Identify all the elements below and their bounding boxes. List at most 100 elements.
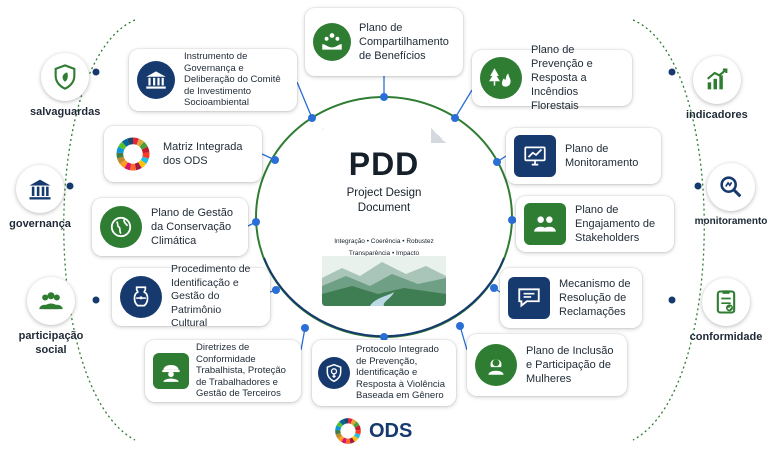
sdg-segment xyxy=(335,425,342,431)
ods-footer[interactable]: ODS xyxy=(334,417,412,445)
card-label: Plano de Engajamento de Stakeholders xyxy=(575,203,656,245)
sdg-segment xyxy=(349,437,355,444)
magnifier-icon xyxy=(707,163,755,211)
connector-dot xyxy=(380,93,388,101)
pillar-governanca[interactable]: governança xyxy=(8,165,72,232)
pillar-conformidade[interactable]: conformidade xyxy=(686,278,766,345)
sdg-segment xyxy=(134,162,142,171)
pillar-label: participação social xyxy=(18,330,84,356)
connector-dot xyxy=(271,156,279,164)
sdg-segment xyxy=(142,152,150,159)
arc-dot xyxy=(66,182,74,190)
sdg-segment xyxy=(141,146,150,154)
sdg-segment xyxy=(116,152,124,159)
sdg-segment xyxy=(354,425,361,431)
card-incendios-florestais[interactable]: Plano de Prevenção e Resposta a Incêndio… xyxy=(472,44,632,112)
sdg-segment xyxy=(117,156,126,164)
arc-dot xyxy=(92,296,100,304)
pillar-salvaguardas[interactable]: salvaguardas xyxy=(30,53,100,120)
pillar-label: governança xyxy=(9,218,71,230)
sdg-wheel-small xyxy=(116,137,150,171)
sdg-wheel-icon xyxy=(335,418,361,444)
connector-line xyxy=(296,81,313,119)
woman-icon xyxy=(475,344,517,386)
pillar-label: monitoramento xyxy=(694,216,768,227)
card-label: Plano de Monitoramento xyxy=(565,142,639,169)
sdg-segment xyxy=(350,419,357,426)
sdg-segment xyxy=(339,419,346,426)
shield-leaf-icon xyxy=(41,53,90,101)
hands-sharing-icon xyxy=(313,22,351,61)
connector-dot xyxy=(508,216,516,224)
card-inclusao-mulheres[interactable]: Plano de Inclusão e Participação de Mulh… xyxy=(467,334,627,396)
vase-icon xyxy=(120,276,162,318)
pdd-tags-line1: Integração • Coerência • Robustez xyxy=(334,238,434,245)
orbit-layer xyxy=(63,19,705,441)
pillar-label: indicadores xyxy=(686,109,748,121)
arc-dot xyxy=(668,296,676,304)
card-governanca-comite[interactable]: Instrumento de Governança e Deliberação … xyxy=(129,49,297,111)
card-plano-monitoramento[interactable]: Plano de Monitoramento xyxy=(506,128,661,184)
card-matriz-ods[interactable]: Matriz Integrada dos ODS xyxy=(104,126,262,182)
forest-fire-icon xyxy=(480,57,522,99)
connector-dot xyxy=(301,324,309,332)
worker-helmet-icon xyxy=(153,353,189,389)
landscape-illustration xyxy=(322,256,446,306)
outer-arc-left xyxy=(63,19,136,441)
outer-arc-right xyxy=(632,19,705,441)
stakeholders-icon xyxy=(524,203,566,245)
pdd-document[interactable]: PDD Project Design Document Integração •… xyxy=(322,128,446,306)
sdg-segment xyxy=(139,141,148,150)
speech-bubble-icon xyxy=(508,277,550,319)
sdg-segment xyxy=(345,438,351,444)
card-label: Plano de Inclusão e Participação de Mulh… xyxy=(526,344,614,386)
sdg-segment xyxy=(354,433,361,439)
connector-dot xyxy=(380,333,388,341)
pdd-subtitle-line1: Project Design xyxy=(346,187,422,199)
connector-dot xyxy=(493,158,501,166)
card-label: Procedimento de Identificação e Gestão d… xyxy=(171,263,251,330)
sdg-segment xyxy=(127,137,133,145)
pdd-tags-line2: Transparência • Impacto xyxy=(348,250,420,257)
sdg-segment xyxy=(337,435,345,442)
sdg-segment xyxy=(116,146,125,154)
sdg-segment xyxy=(124,162,132,171)
pillar-label: conformidade xyxy=(689,331,763,343)
ods-label: ODS xyxy=(369,419,413,442)
card-label: Plano de Compartilhamento de Benefícios xyxy=(359,21,449,63)
card-conservacao-climatica[interactable]: Plano de Gestão da Conservação Climática xyxy=(92,198,248,256)
sdg-segment xyxy=(341,437,347,444)
pdd-subtitle: Project Design Document xyxy=(322,186,446,216)
people-group-icon xyxy=(27,277,75,325)
card-label: Protocolo Integrado de Prevenção, Identi… xyxy=(356,344,446,402)
card-patrimonio-cultural[interactable]: Procedimento de Identificação e Gestão d… xyxy=(112,263,270,329)
bank-building-icon xyxy=(137,61,175,99)
arc-dot xyxy=(668,68,676,76)
monitor-chart-icon xyxy=(514,135,556,177)
card-label: Diretrizes de Conformidade Trabalhista, … xyxy=(196,342,286,400)
pillar-indicadores[interactable]: indicadores xyxy=(686,56,748,123)
sdg-wheel-icon xyxy=(112,133,154,175)
sdg-segment xyxy=(335,433,342,439)
card-engajamento-stakeholders[interactable]: Plano de Engajamento de Stakeholders xyxy=(516,196,674,252)
pillar-participacao-social[interactable]: participação social xyxy=(16,277,86,358)
pillar-label: salvaguardas xyxy=(30,106,101,118)
sdg-segment xyxy=(353,421,360,428)
sdg-segment xyxy=(140,156,149,164)
card-conformidade-trabalhista[interactable]: Diretrizes de Conformidade Trabalhista, … xyxy=(145,340,301,402)
card-mecanismo-reclamacoes[interactable]: Mecanismo de Resolução de Reclamações xyxy=(500,268,642,328)
connector-dot xyxy=(308,114,316,122)
card-label: Plano de Gestão da Conservação Climática xyxy=(151,206,233,248)
connector-dot xyxy=(252,218,260,226)
card-compartilhamento-beneficios[interactable]: Plano de Compartilhamento de Benefícios xyxy=(305,8,463,76)
checklist-icon xyxy=(702,278,750,326)
arc-dot xyxy=(92,68,100,76)
globe-leaf-icon xyxy=(100,206,142,248)
card-violencia-genero[interactable]: Protocolo Integrado de Prevenção, Identi… xyxy=(312,340,456,406)
card-label: Mecanismo de Resolução de Reclamações xyxy=(559,277,631,319)
card-label: Instrumento de Governança e Deliberação … xyxy=(184,51,281,109)
pillar-monitoramento[interactable]: monitoramento xyxy=(690,163,768,229)
sdg-segment xyxy=(336,421,343,428)
connector-dot xyxy=(490,284,498,292)
